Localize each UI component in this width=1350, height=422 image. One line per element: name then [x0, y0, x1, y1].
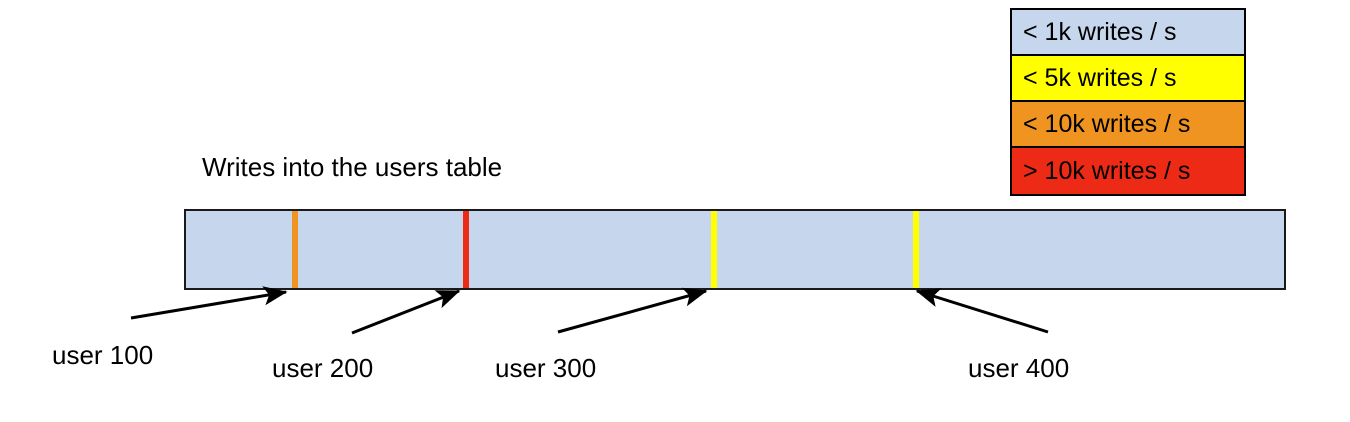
arrow-user-300 — [557, 287, 708, 334]
users-table-bar — [184, 209, 1286, 290]
arrow-user-400 — [915, 288, 1049, 334]
legend-label-gt-10k: > 10k writes / s — [1023, 156, 1191, 185]
legend-row-lt-5k: < 5k writes / s — [1012, 56, 1244, 102]
user-400-marker — [913, 211, 919, 288]
legend-label-lt-1k: < 1k writes / s — [1023, 17, 1177, 46]
user-200-marker — [463, 211, 469, 288]
callout-label-user-300: user 300 — [495, 353, 597, 383]
callout-label-user-200: user 200 — [272, 353, 374, 383]
arrow-user-100 — [130, 286, 288, 320]
legend-label-lt-10k: < 10k writes / s — [1023, 109, 1191, 138]
user-100-marker — [292, 211, 298, 288]
callout-label-user-400: user 400 — [968, 353, 1070, 383]
legend-label-lt-5k: < 5k writes / s — [1023, 63, 1177, 92]
arrow-user-200 — [351, 289, 461, 335]
user-300-marker — [711, 211, 717, 288]
legend-row-lt-1k: < 1k writes / s — [1012, 10, 1244, 56]
callout-label-user-100: user 100 — [52, 340, 154, 370]
legend: < 1k writes / s < 5k writes / s < 10k wr… — [1010, 8, 1246, 196]
diagram-title: Writes into the users table — [202, 152, 503, 182]
legend-row-lt-10k: < 10k writes / s — [1012, 102, 1244, 148]
legend-row-gt-10k: > 10k writes / s — [1012, 148, 1244, 194]
